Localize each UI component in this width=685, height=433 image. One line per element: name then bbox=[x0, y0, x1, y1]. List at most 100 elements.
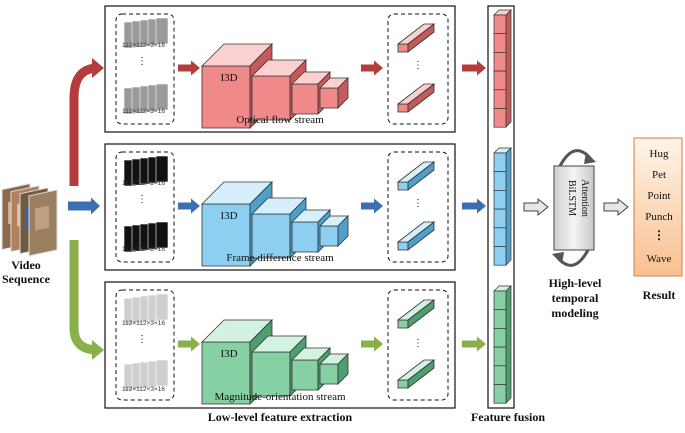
frame-size-text: 112×112×3×16 bbox=[122, 246, 165, 253]
framediff-i3d-block-3-front bbox=[291, 221, 319, 253]
framediff-arrow-to-i3d bbox=[178, 198, 200, 214]
magori-frame-1-4 bbox=[155, 359, 169, 387]
bilstm-loop-bottom-head bbox=[552, 252, 564, 264]
low-level-feature-extraction-label: Low-level feature extraction bbox=[207, 410, 353, 424]
optical-feature-1-side bbox=[407, 83, 435, 113]
frame-size-text: 112×112×3×16 bbox=[122, 108, 165, 115]
frame-size-text: 112×112×3×16 bbox=[122, 320, 165, 327]
framediff-i3d-block-4-front bbox=[319, 225, 339, 247]
magori-frame-0-4 bbox=[155, 293, 169, 321]
bilstm-block bbox=[553, 165, 595, 251]
ellipsis: ⋮ bbox=[413, 198, 423, 209]
optical-features-box bbox=[387, 13, 449, 125]
magori-fusion-cell bbox=[493, 290, 507, 311]
framediff-feature-0-side bbox=[407, 161, 435, 191]
framediff-feature-1-side bbox=[407, 221, 435, 251]
arrow-curve-magori bbox=[69, 240, 99, 355]
ellipsis: ⋮ bbox=[137, 56, 147, 67]
arrow-head-magori bbox=[92, 340, 104, 360]
magnitude-orientation-stream-label: Magnitude-orientation stream bbox=[214, 391, 346, 403]
framediff-fusion-cell bbox=[493, 171, 507, 191]
optical-feature-0-front bbox=[397, 43, 409, 53]
magori-i3d-block-4-front bbox=[319, 363, 339, 385]
framediff-frame-1-4 bbox=[155, 221, 169, 249]
optical-fusion-cell bbox=[493, 33, 507, 53]
arrow-to-result bbox=[603, 197, 629, 217]
optical-fusion-cell bbox=[493, 108, 507, 128]
magori-fusion-cell bbox=[493, 384, 507, 404]
optical-arrow-to-features bbox=[361, 60, 383, 76]
framediff-fusion-cell bbox=[493, 246, 507, 266]
magori-feature-1-front bbox=[397, 379, 409, 389]
result-title: Result bbox=[642, 288, 676, 302]
framediff-arrow-to-fusion bbox=[462, 198, 486, 214]
video-label-line2: Sequence bbox=[2, 272, 50, 286]
video-sequence-label: Video Sequence bbox=[0, 258, 52, 286]
frame-difference-stream-label: Frame difference stream bbox=[226, 252, 334, 264]
optical-i3d-block-4-side bbox=[337, 77, 349, 109]
ellipsis: ⋮ bbox=[413, 338, 423, 349]
optical-flow-stream-label: Optical flow stream bbox=[236, 114, 324, 126]
magori-fusion-side bbox=[505, 285, 512, 404]
frame-size-text: 112×112×3×16 bbox=[122, 386, 165, 393]
magori-fusion-cell bbox=[493, 365, 507, 385]
arrow-curve-optical bbox=[69, 63, 99, 186]
optical-frames-box bbox=[115, 13, 175, 125]
ellipsis: ⋮ bbox=[137, 334, 147, 345]
optical-frame-0-4 bbox=[155, 17, 169, 45]
result-class-wave: Wave bbox=[646, 253, 672, 265]
feature-fusion-label: Feature fusion bbox=[470, 410, 546, 424]
framediff-fusion-cell bbox=[493, 152, 507, 173]
i3d-label-framediff: I3D bbox=[220, 210, 238, 222]
arrow-to-bilstm bbox=[523, 197, 549, 217]
optical-i3d-block-4-front bbox=[319, 87, 339, 109]
optical-arrow-to-fusion bbox=[462, 60, 486, 76]
i3d-label-magori: I3D bbox=[220, 348, 238, 360]
magori-fusion-cell bbox=[493, 309, 507, 329]
arrow-head-optical bbox=[92, 58, 104, 78]
optical-frame-1-4 bbox=[155, 83, 169, 111]
bilstm-line2: BiLSTM bbox=[566, 179, 577, 217]
magori-feature-1-side bbox=[407, 359, 435, 389]
magori-fusion-cell bbox=[493, 328, 507, 348]
frame-size-text: 112×112×3×16 bbox=[122, 42, 165, 49]
magori-i3d-block-4-side bbox=[337, 353, 349, 385]
ellipsis: ⋮ bbox=[137, 194, 147, 205]
optical-fusion-cell bbox=[493, 52, 507, 72]
caption-line3: modeling bbox=[551, 306, 599, 320]
framediff-feature-0-front bbox=[397, 181, 409, 191]
bilstm-line1: Attention bbox=[579, 179, 590, 217]
framediff-fusion-side bbox=[505, 147, 512, 266]
result-class-pet: Pet bbox=[651, 169, 667, 181]
framediff-i3d-block-4-side bbox=[337, 215, 349, 247]
i3d-label-optical: I3D bbox=[220, 72, 238, 84]
result-ellipsis: ⋮ bbox=[653, 228, 665, 242]
arrow-framediff bbox=[68, 197, 100, 215]
ellipsis: ⋮ bbox=[413, 60, 423, 71]
optical-feature-1-front bbox=[397, 103, 409, 113]
framediff-arrow-to-features bbox=[361, 198, 383, 214]
framediff-feature-1-front bbox=[397, 241, 409, 251]
framediff-frame-0-4 bbox=[155, 155, 169, 183]
framediff-fusion-cell bbox=[493, 227, 507, 247]
video-label-line1: Video bbox=[11, 258, 41, 272]
video-frame-figure-3 bbox=[35, 205, 49, 231]
magori-frames-box bbox=[115, 289, 175, 401]
caption-line2: temporal bbox=[551, 291, 599, 305]
magori-feature-0-side bbox=[407, 299, 435, 329]
framediff-frames-box bbox=[115, 151, 175, 263]
magori-arrow-to-features bbox=[361, 336, 383, 352]
caption-line1: High-level bbox=[548, 276, 602, 290]
optical-fusion-cell bbox=[493, 89, 507, 109]
framediff-fusion-cell bbox=[493, 208, 507, 229]
bilstm-loop-top-head bbox=[584, 152, 596, 164]
frame-size-text: 112×112×3×16 bbox=[122, 180, 165, 187]
result-class-point: Point bbox=[647, 190, 671, 202]
result-class-hug: Hug bbox=[649, 148, 669, 160]
magori-feature-0-front bbox=[397, 319, 409, 329]
optical-fusion-cell bbox=[493, 70, 507, 91]
bilstm-label: Attention BiLSTM bbox=[561, 158, 591, 238]
magori-fusion-cell bbox=[493, 346, 507, 367]
